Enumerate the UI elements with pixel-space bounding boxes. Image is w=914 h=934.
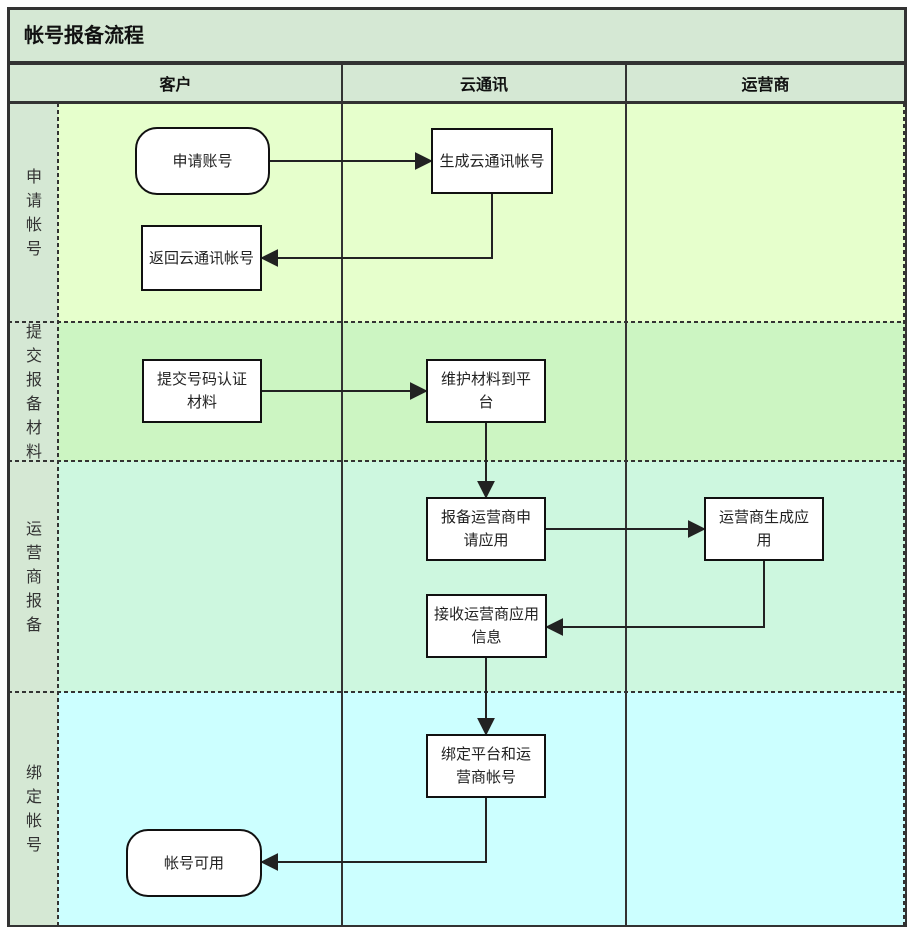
arrow-carrier-to-receive [545, 560, 765, 636]
node-carrier-generate: 运营商生成应用 [704, 497, 824, 561]
phase-label-report: 运营商报备 [8, 461, 58, 692]
arrow-bind-to-ready [260, 798, 487, 871]
arrow-generate-to-return [260, 194, 493, 267]
node-return-account: 返回云通讯帐号 [141, 225, 262, 291]
phase-label-bind: 绑定帐号 [8, 692, 58, 926]
lane-header-carrier: 运营商 [625, 63, 906, 103]
node-apply-account: 申请账号 [135, 127, 270, 195]
node-maintain-materials: 维护材料到平台 [426, 359, 546, 423]
diagram-title: 帐号报备流程 [24, 23, 144, 47]
outer-border [7, 7, 907, 927]
node-bind-accounts: 绑定平台和运营商帐号 [426, 734, 546, 798]
node-submit-materials: 提交号码认证材料 [142, 359, 262, 423]
node-account-ready: 帐号可用 [126, 829, 262, 897]
node-receive-info: 接收运营商应用信息 [426, 594, 547, 658]
node-report-carrier: 报备运营商申请应用 [426, 497, 546, 561]
phase-label-apply: 申请帐号 [8, 103, 58, 322]
node-generate-account: 生成云通讯帐号 [431, 128, 553, 194]
phase-label-submit: 提交报备材料 [8, 322, 58, 461]
